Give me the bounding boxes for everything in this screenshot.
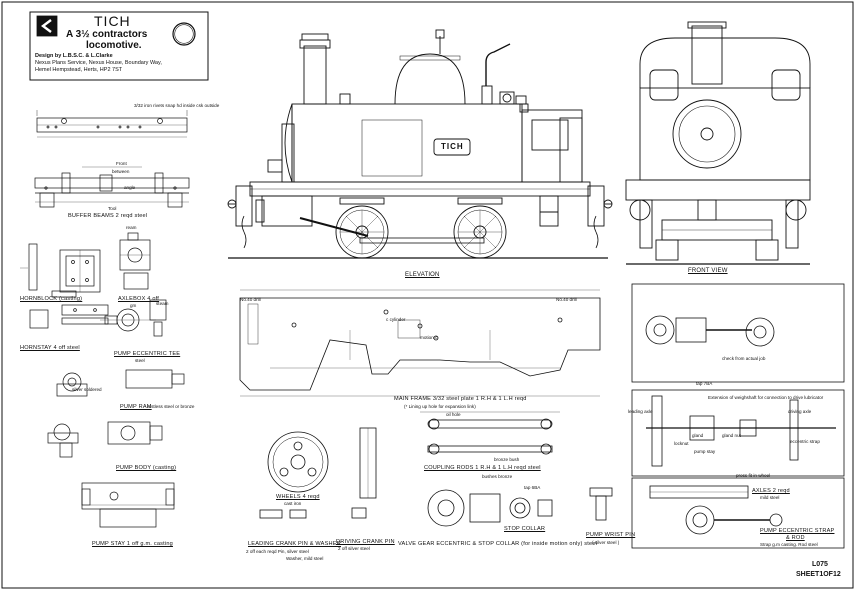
stop-collar-caption: STOP COLLAR [504,526,546,532]
leading-axle-note: leading axle [628,409,653,414]
pump-parts [47,369,185,528]
tap-7ba-note: tap 7BA [696,381,713,386]
leading-crank-pin-washer: Washer, mild steel [286,556,324,561]
gland-note: gland [692,433,704,438]
pump-stay-note: pump stay [694,449,716,454]
axles-caption: AXLES 2 reqd [752,488,790,494]
sheet-count: SHEET1OF12 [796,571,841,578]
extension-note: Extension of weighshaft for connection t… [708,395,824,400]
steam-note: steam [156,301,169,306]
tap-6ba-note: tap 6BA [524,485,541,490]
front-view-label: FRONT VIEW [688,268,728,274]
coupling-rod-view [420,411,560,455]
pump-wrist-pin-material: ( silver steel ) [592,540,620,545]
pump-ram-caption: PUMP RAM [120,404,152,410]
main-frame-view [239,289,601,397]
elevation-view [227,29,613,259]
driving-crank-pin-qty: 2 off silver steel [338,546,370,551]
silver-soldered-note: silver soldered [72,387,102,392]
driving-crank-pin-caption: DRIVING CRANK PIN [336,539,395,545]
eccentric-strap-note: eccentric strap [790,439,820,444]
elevation-wheels [335,205,507,259]
pump-stay-caption: PUMP STAY 1 off g.m. casting [92,541,173,547]
hornblock-caption: HORNBLOCK (casting) [20,296,83,302]
axles-material: mild steel [760,495,780,500]
buffer-rivet-note: 3/32 iron rivets snap hd inside csk outs… [134,103,220,108]
leading-crank-pin-caption: LEADING CRANK PIN & WASHER [248,541,341,547]
pump-strap-caption: PUMP ECCENTRIC STRAP [760,528,835,534]
title-block [29,11,209,81]
buffer-beam-views [34,110,190,208]
wheel-views [259,427,377,519]
pump-ram-material: rustless steel or bronze [147,404,195,409]
collar-views [427,487,613,527]
wheels-material: cast iron [284,501,302,506]
frame-drill-note-left: No.40 drill [240,297,261,302]
frame-drill-note-right: No.40 drill [556,297,577,302]
pump-eccentric-tee-caption: PUMP ECCENTRIC TEE [114,351,181,357]
between-note: between [112,169,130,174]
locknut-note: locknut [674,441,689,446]
nameplate-text: TICH [441,142,464,151]
press-fit-note: press fit in wheel [736,473,771,478]
tool-note: Tool [108,206,117,211]
driving-axle-note: driving axle [788,409,812,414]
coupling-rods-caption: COUPLING RODS 1 R.H & 1 L.H reqd steel [424,465,541,471]
drawing-subtitle-line1: A 3½ contractors [66,29,148,40]
elevation-label: ELEVATION [405,272,440,278]
axlebox-caption: AXLEBOX 4 off [118,296,160,302]
address-line2: Hemel Hempstead, Herts, HP2 7ST [35,67,123,73]
sheet-number: L075 [812,561,828,568]
valve-gear-caption: VALVE GEAR ECCENTRIC & STOP COLLAR (for … [398,541,598,547]
motion-note: motion c [420,335,438,340]
drawing-subtitle-line2: locomotive. [86,40,142,51]
buffer-beams-caption: BUFFER BEAMS 2 reqd steel [68,213,148,219]
cylinder-note: c cylinder [386,317,406,322]
main-frame-caption: MAIN FRAME 3/32 steel plate 1 R.H & 1 L.… [394,396,527,402]
pump-wrist-pin-caption: PUMP WRIST PIN [586,532,636,538]
design-credit: Design by L.B.S.C. & L.Clarke [35,53,113,59]
bronze-bush-note: bronze bush [494,457,520,462]
main-frame-note: (* Lining up hole for expansion link) [404,404,476,409]
oil-hole-note: oil hole [446,412,461,417]
coupling-bush-note: bushes bronze [482,474,513,479]
scale-circle [172,22,196,46]
pump-strap-material: Strap g.m casting. Rod steel [760,542,818,547]
address-line1: Nexus Plans Service, Nexus House, Bounda… [35,60,162,66]
ream-note: ream [126,225,137,230]
front-note: Front [116,161,127,166]
nexus-logo [36,15,58,37]
pump-eccentric-tee-material: steel [135,358,145,363]
pump-strap-caption2: & ROD [786,535,805,541]
wheels-caption: WHEELS 4 reqd [276,494,320,500]
hornstay-caption: HORNSTAY 4 off steel [20,345,80,351]
check-job-note: check from actual job [722,356,766,361]
hornblock-views [20,232,167,337]
pump-body-caption: PUMP BODY (casting) [116,465,177,471]
axlebox-material: gm [130,303,137,308]
front-view [625,21,811,265]
angle-note: angle [124,185,136,190]
gland-nut-note: gland nut [722,433,741,438]
leading-crank-pin-qty: 2 off each reqd Pin, silver steel [246,549,309,554]
right-detail-views [631,283,845,549]
drawing-title: TICH [94,13,131,29]
